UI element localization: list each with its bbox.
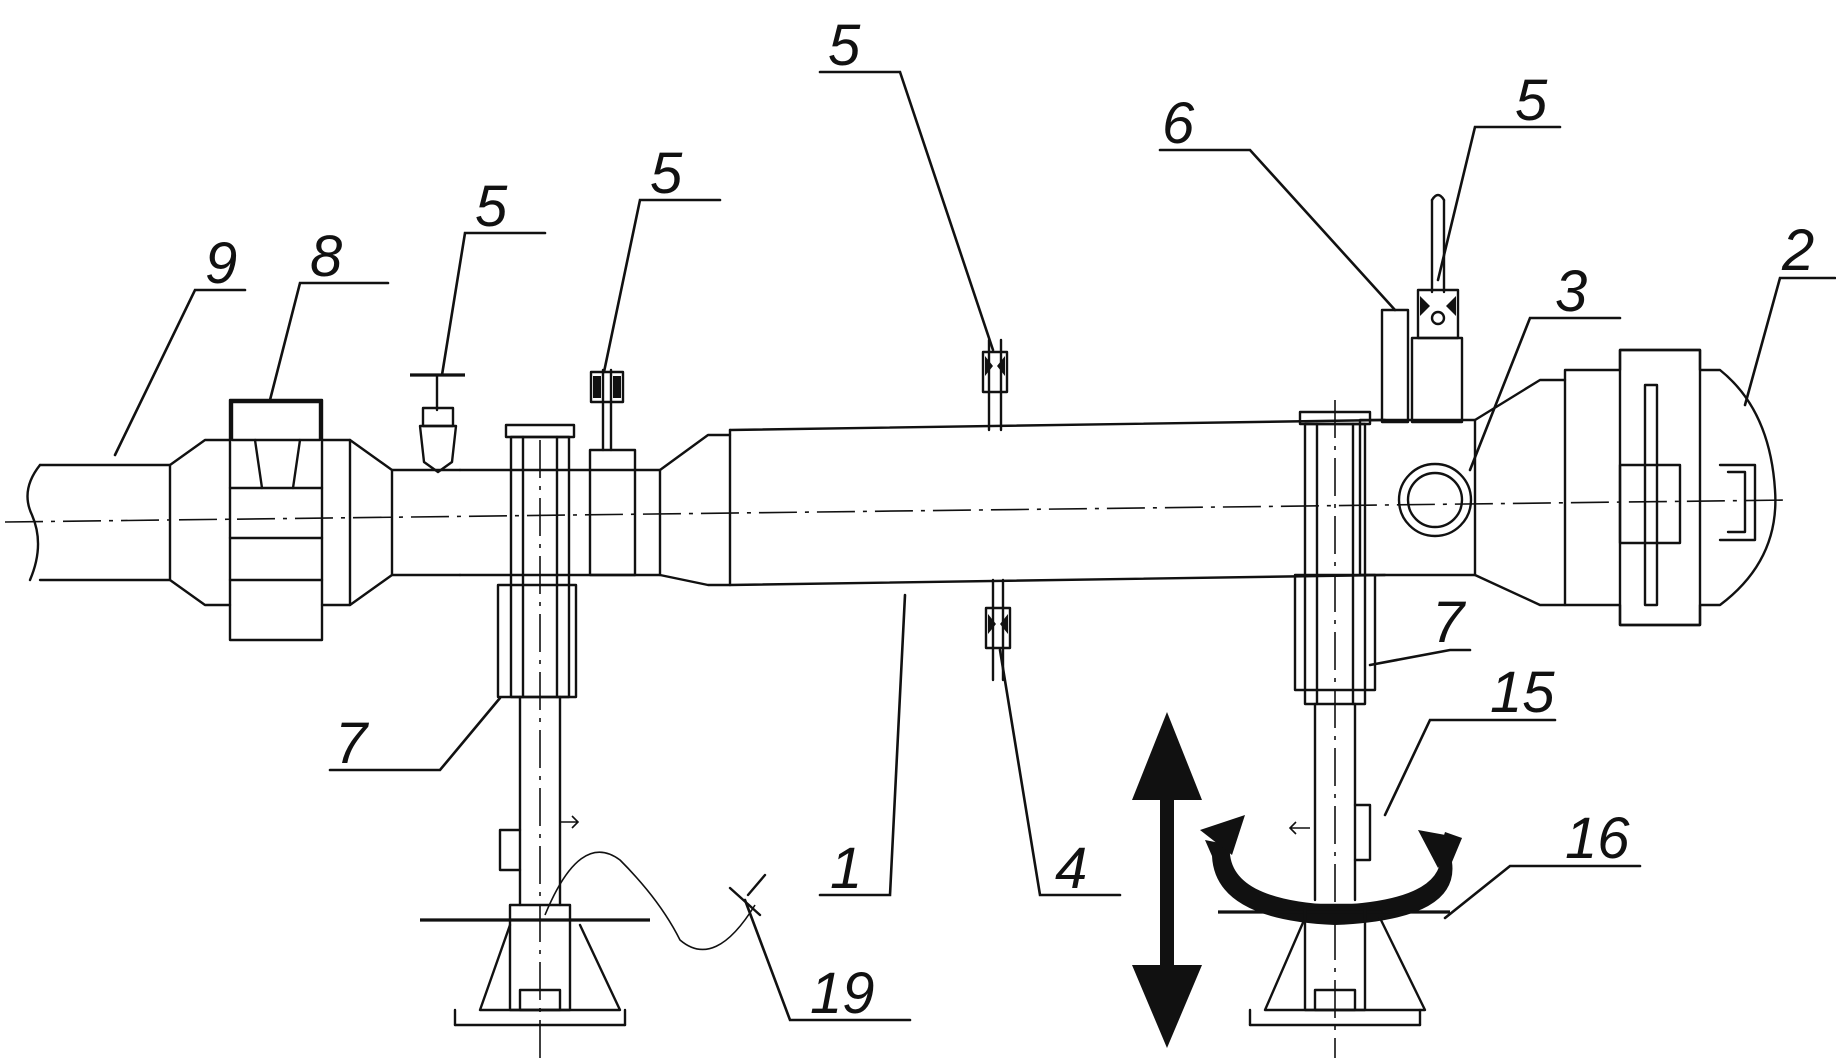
callout-15: 15 (1490, 660, 1555, 725)
callout-16: 16 (1565, 806, 1630, 871)
callout-labels: 9 8 5 5 5 6 5 3 2 7 7 15 16 1 4 19 (205, 13, 1814, 1026)
clamp-4 (984, 578, 1012, 682)
valve-5-center (981, 338, 1009, 432)
tube-1-bottom (728, 573, 1387, 587)
callout-5-side: 5 (650, 141, 683, 206)
callout-5-center: 5 (828, 13, 861, 78)
transition-cone (633, 433, 732, 587)
callout-3: 3 (1555, 259, 1587, 324)
side-block-left (588, 448, 637, 577)
element-6 (1380, 308, 1410, 424)
centerline (4, 499, 1791, 523)
coupling-8-hatched-top (230, 400, 322, 442)
callout-6: 6 (1162, 91, 1195, 156)
pipe-9-taper (168, 438, 232, 607)
rotation-arrow (1205, 832, 1462, 925)
callout-5-left: 5 (475, 174, 508, 239)
callout-4: 4 (1055, 836, 1087, 901)
callout-7-left: 7 (335, 711, 370, 776)
right-block (1358, 418, 1477, 577)
valve-5-left (410, 373, 465, 474)
head-2 (1563, 348, 1777, 627)
callout-2: 2 (1781, 218, 1814, 283)
main-pipe-assembly (4, 193, 1791, 682)
cone-right (1473, 378, 1567, 607)
callout-7-right: 7 (1432, 590, 1467, 655)
valve-5-right (1380, 193, 1464, 424)
pipe-9 (38, 463, 172, 582)
right-support-7 (1200, 400, 1462, 1058)
callout-9: 9 (205, 231, 237, 296)
vertical-motion-arrow (1132, 712, 1202, 1048)
reducer (320, 438, 462, 607)
pipe-9-break (26, 463, 42, 582)
port-3-outer (1397, 462, 1473, 538)
leader-lines (113, 70, 1836, 1022)
callout-1: 1 (830, 836, 862, 901)
coupling-8-body (228, 398, 324, 642)
valve-5-side (589, 368, 625, 452)
callout-5-right: 5 (1515, 68, 1548, 133)
left-support-7 (420, 423, 650, 1058)
callout-19: 19 (810, 961, 875, 1026)
callout-8: 8 (310, 224, 342, 289)
wire-19 (544, 851, 756, 951)
port-3-inner (1406, 471, 1464, 529)
tube-1-top (728, 418, 1387, 432)
